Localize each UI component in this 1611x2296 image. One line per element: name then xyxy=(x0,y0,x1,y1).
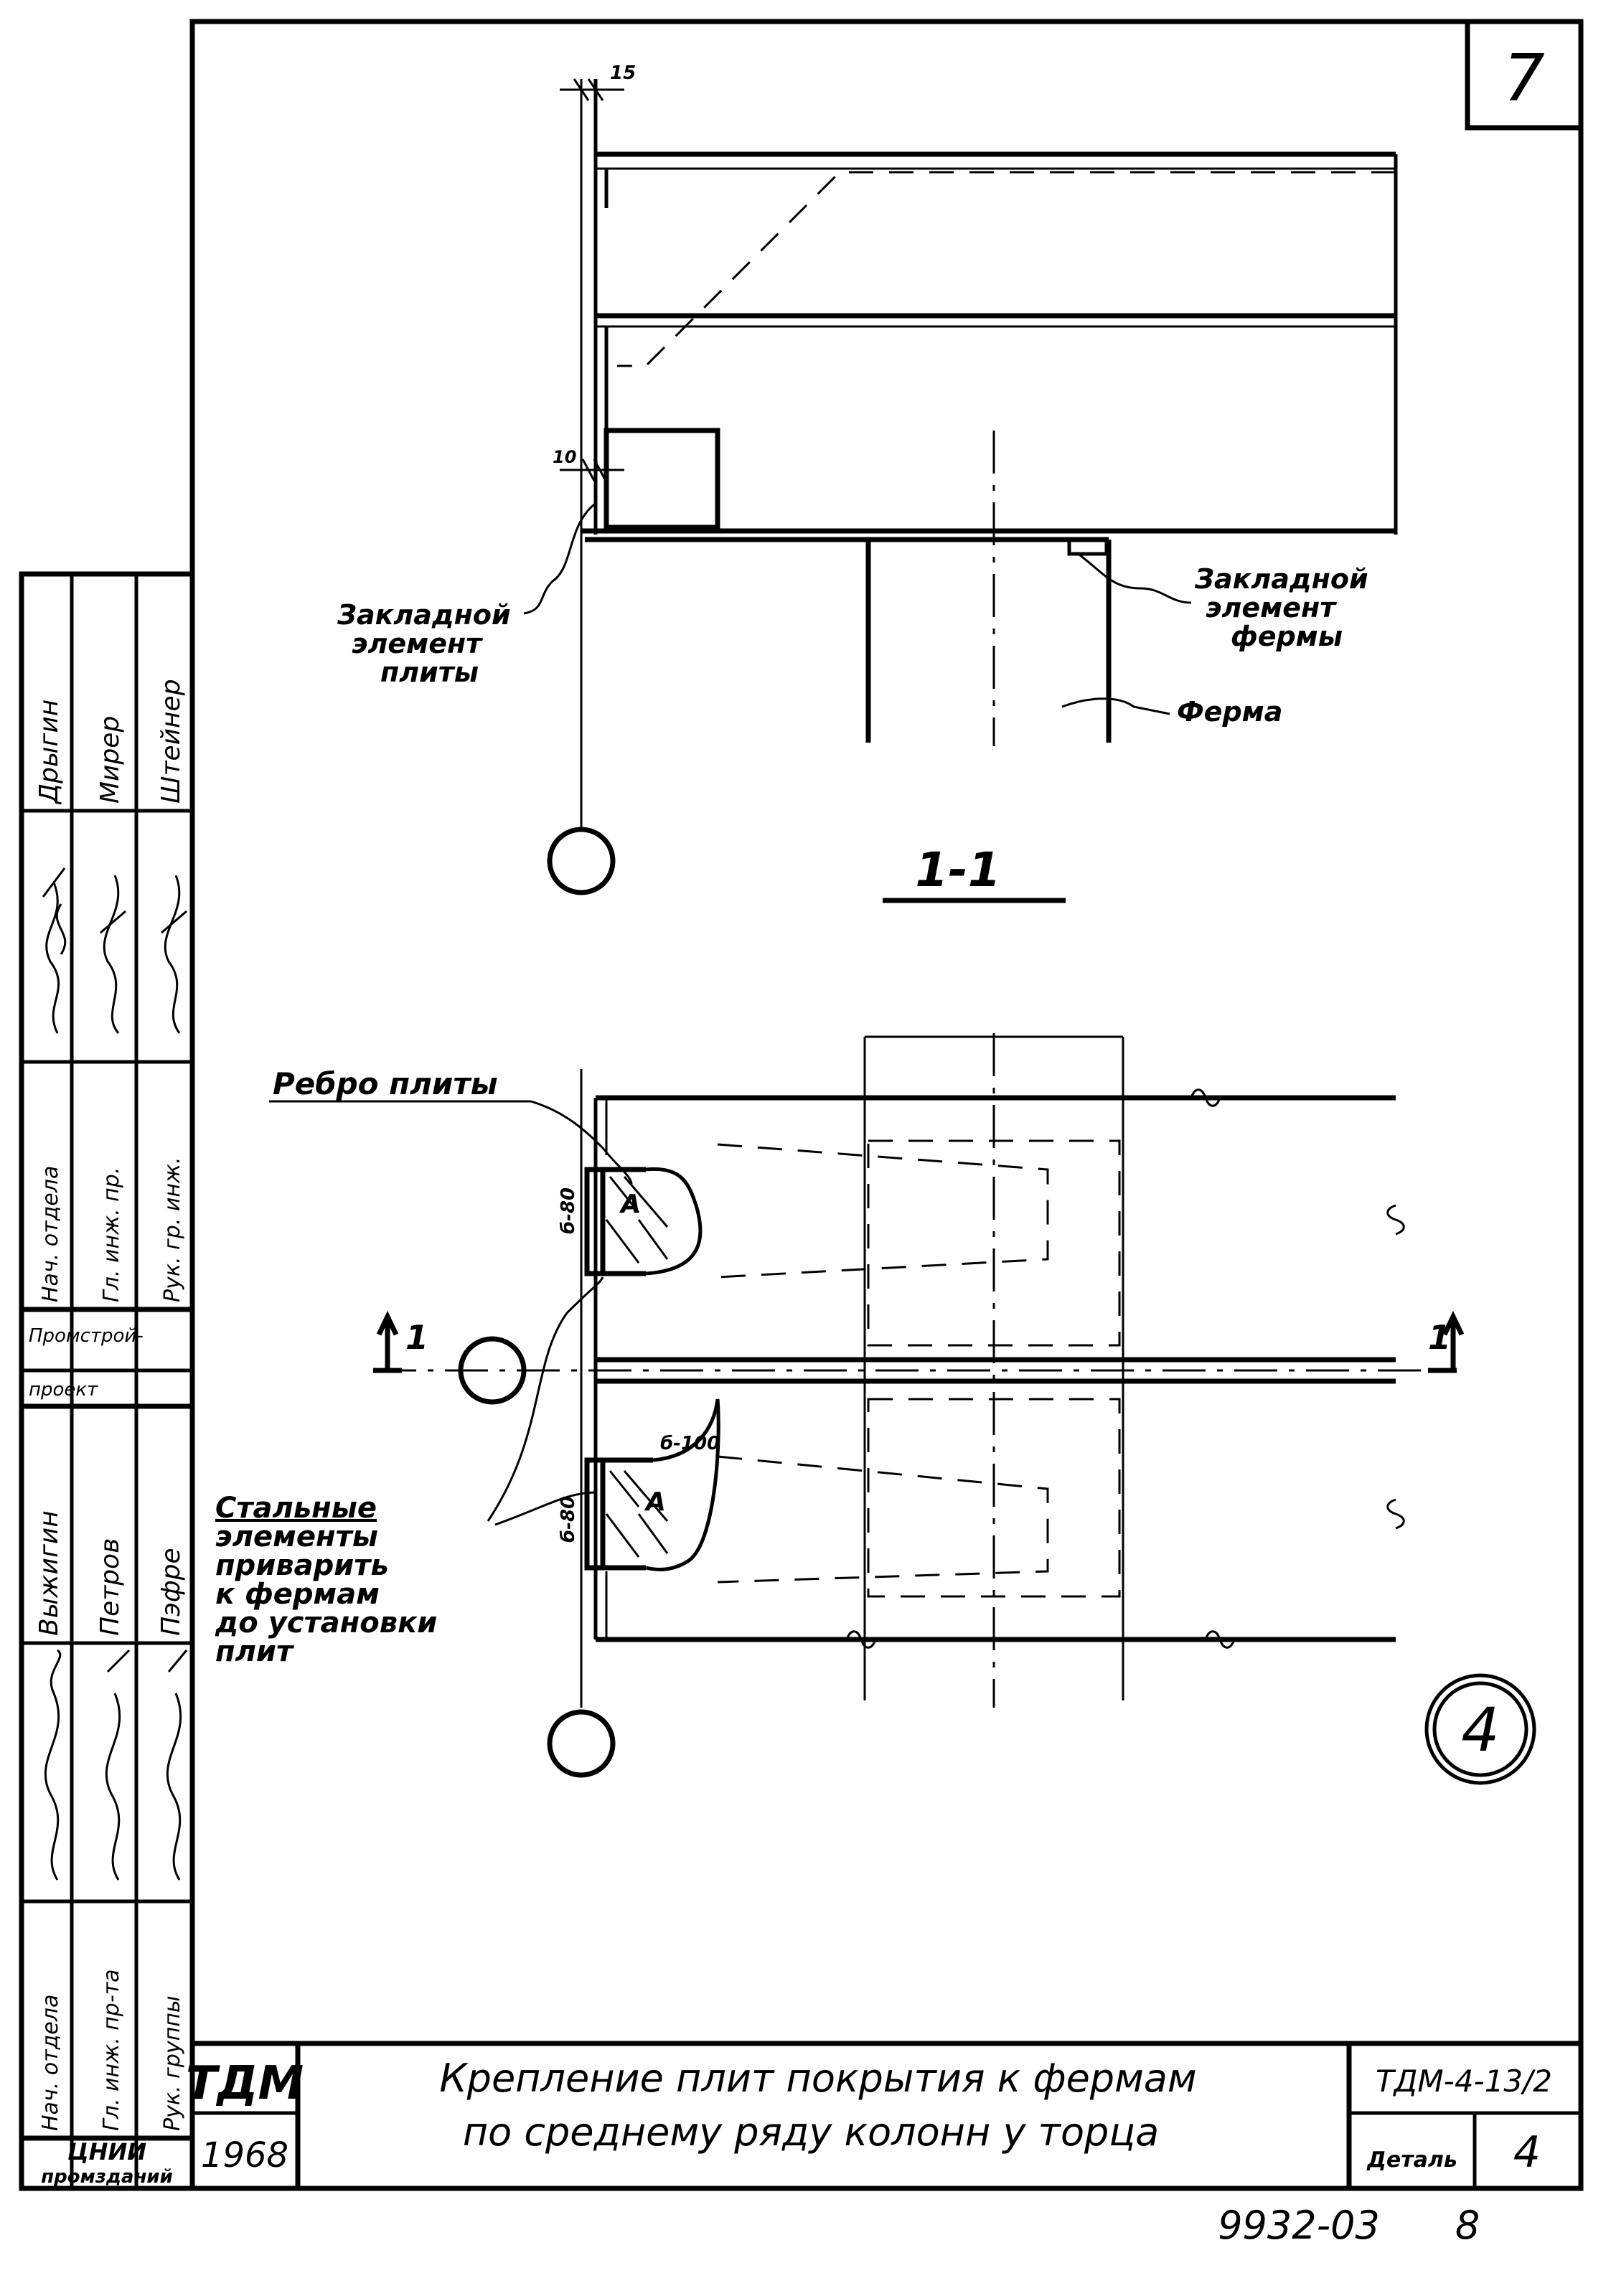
signature-5 xyxy=(105,1649,131,1881)
label-truss-embed-1: Закладной xyxy=(1194,563,1368,595)
sheet-frame xyxy=(189,19,1584,2191)
stamp-name-1: Дрыгин xyxy=(34,700,64,805)
stamp-name-3: Штейнер xyxy=(156,679,186,804)
dim-15: 15 xyxy=(610,62,636,84)
stamp-position-5: Гл. инж. пр-та xyxy=(99,1969,124,2131)
title-org-short: ТДМ xyxy=(186,2057,304,2110)
side-stamp: Дрыгин Мирер Штейнер Нач. отдела Гл. инж… xyxy=(19,571,195,2191)
detail-label: Деталь xyxy=(1366,2147,1457,2173)
detail-number: 4 xyxy=(1513,2127,1541,2178)
stamp-name-5: Петров xyxy=(95,1538,125,1636)
steel-element-lower: А б-80 б-100 xyxy=(558,1398,720,1572)
signature-3 xyxy=(161,875,187,1034)
label-steel-6: плит xyxy=(215,1635,295,1668)
label-rib: Ребро плиты xyxy=(273,1066,498,1101)
steel-element-upper: А б-80 xyxy=(558,1167,703,1276)
stamp-name-2: Мирер xyxy=(95,716,125,804)
dim-b80-upper: б-80 xyxy=(558,1187,579,1234)
axis-bubble-upper xyxy=(547,827,616,895)
dim-b100: б-100 xyxy=(660,1433,720,1454)
label-plate-embed-1: Закладной xyxy=(337,599,511,631)
label-steel-3: приварить xyxy=(215,1549,389,1582)
section-1-1-view: 15 10 Закладной элемент плиты xyxy=(337,62,1398,895)
stamp-position-4: Нач. отдела xyxy=(38,1995,63,2131)
axis-bubble-lower xyxy=(547,1709,616,1778)
stamp-name-4: Выжигин xyxy=(34,1510,64,1636)
drawing-title-line2: по среднему ряду колонн у торца xyxy=(463,2109,1159,2155)
label-steel-2: элементы xyxy=(215,1520,378,1553)
title-year: 1968 xyxy=(201,2135,288,2175)
drawing-title-line1: Крепление плит покрытия к фермам xyxy=(439,2056,1196,2101)
label-plate-embed-3: плиты xyxy=(380,657,479,688)
stamp-name-6: Пэфре xyxy=(156,1548,186,1636)
label-truss-embed-3: фермы xyxy=(1231,621,1343,652)
signature-6 xyxy=(166,1650,188,1881)
tag-a-upper: А xyxy=(619,1190,641,1219)
detail-circle-inner xyxy=(1432,1681,1528,1777)
stamp-position-1: Нач. отдела xyxy=(38,1166,63,1302)
stamp-position-3: Рук. гр. инж. xyxy=(160,1157,185,1302)
sheet-number-box xyxy=(1465,19,1584,131)
detail-circle-number: 4 xyxy=(1461,1695,1499,1765)
detail-circle-outer xyxy=(1424,1673,1536,1785)
stamp-org-line1: Промстрой- xyxy=(29,1325,144,1347)
signature-2 xyxy=(100,875,126,1034)
section-title: 1-1 xyxy=(915,842,1000,898)
label-truss: Ферма xyxy=(1177,696,1282,728)
dim-b80-lower: б-80 xyxy=(558,1496,579,1543)
tag-a-lower: А xyxy=(644,1487,666,1517)
stamp-position-2: Гл. инж. пр. xyxy=(99,1167,124,1302)
label-truss-embed-2: элемент xyxy=(1206,592,1337,624)
signature-1 xyxy=(42,867,67,1034)
signature-4 xyxy=(44,1649,62,1881)
archive-page: 8 xyxy=(1455,2203,1480,2248)
label-steel-5: до установки xyxy=(215,1606,437,1639)
stamp-org-line2: проект xyxy=(29,1379,98,1401)
dim-10: 10 xyxy=(553,447,576,467)
label-plate-embed-2: элемент xyxy=(352,628,483,659)
sheet-number: 7 xyxy=(1503,41,1544,116)
title-block: ТДМ 1968 Крепление плит покрытия к ферма… xyxy=(186,2043,1581,2188)
stamp-institute-line2: промзданий xyxy=(41,2166,173,2188)
drawing-code: ТДМ-4-13/2 xyxy=(1376,2064,1552,2099)
archive-number: 9932-03 xyxy=(1218,2203,1380,2248)
section-mark-left: 1 xyxy=(405,1318,428,1357)
section-mark-right: 1 xyxy=(1428,1318,1451,1357)
label-steel-4: к фермам xyxy=(215,1578,380,1611)
stamp-institute-line1: ЦНИИ xyxy=(67,2138,146,2165)
plan-view: 1 1 А xyxy=(215,1033,1465,1778)
label-steel-1: Стальные xyxy=(215,1492,377,1525)
stamp-position-6: Рук. группы xyxy=(160,1995,185,2131)
